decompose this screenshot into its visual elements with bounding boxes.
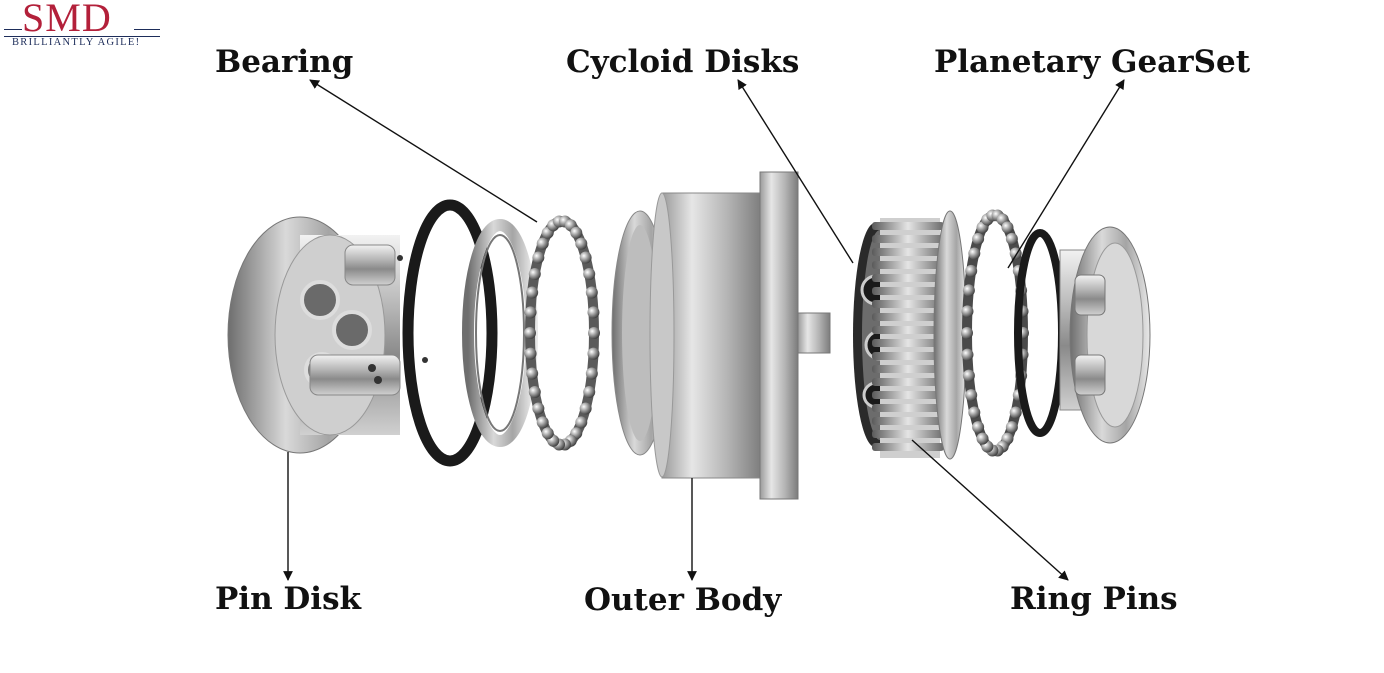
logo-tagline: BRILLIANTLY AGILE! xyxy=(12,37,141,48)
ring-pins-part xyxy=(872,218,944,458)
ball xyxy=(972,421,985,434)
ball xyxy=(583,268,596,281)
ring-pin xyxy=(872,313,944,321)
ball xyxy=(585,367,598,380)
ring-pin xyxy=(872,222,944,230)
ball xyxy=(585,286,598,299)
ring-pin xyxy=(872,300,944,308)
ring-pin xyxy=(872,352,944,360)
ring-pin xyxy=(872,326,944,334)
ring-pin xyxy=(872,248,944,256)
outer-body-part xyxy=(611,171,831,500)
ball xyxy=(961,348,974,361)
label-planetary-gearset: Planetary GearSet xyxy=(934,44,1251,80)
ball xyxy=(1009,406,1022,419)
ball xyxy=(541,427,554,440)
arrow-ring-pins xyxy=(911,439,1069,581)
ball xyxy=(1001,221,1014,234)
leader-lines xyxy=(283,79,1125,581)
ball xyxy=(961,305,974,318)
ring-pin xyxy=(872,261,944,269)
ring-pin xyxy=(872,339,944,347)
label-pin-disk: Pin Disk xyxy=(215,581,362,617)
ball xyxy=(579,402,592,415)
ball xyxy=(526,367,539,380)
arrow-planetary-gearset xyxy=(1007,79,1125,269)
label-ring-pins: Ring Pins xyxy=(1010,581,1178,617)
bearing-race-part xyxy=(462,219,538,447)
ball xyxy=(961,327,973,339)
label-bearing: Bearing xyxy=(215,44,354,80)
bearing-part xyxy=(524,215,600,451)
ring-pin xyxy=(872,404,944,412)
ball xyxy=(524,347,537,360)
ball xyxy=(532,402,545,415)
ball xyxy=(536,416,549,429)
ball xyxy=(526,286,539,299)
ball xyxy=(575,237,588,250)
ball xyxy=(962,369,975,382)
ball xyxy=(1005,421,1018,434)
ball xyxy=(579,251,592,264)
ball xyxy=(575,416,588,429)
ball xyxy=(965,389,978,402)
ring-pin xyxy=(872,235,944,243)
ball xyxy=(532,251,545,264)
ring-pin xyxy=(872,378,944,386)
ball xyxy=(524,327,536,339)
ball xyxy=(583,385,596,398)
pin-disk-part xyxy=(227,216,428,454)
ball xyxy=(965,264,978,277)
ring-pin xyxy=(872,274,944,282)
ball xyxy=(570,226,583,239)
ring-pin xyxy=(872,391,944,399)
label-outer-body: Outer Body xyxy=(584,582,782,618)
ball xyxy=(587,306,600,319)
ball xyxy=(587,347,600,360)
label-cycloid-disks: Cycloid Disks xyxy=(566,44,800,80)
ring-pin xyxy=(872,287,944,295)
ball xyxy=(968,247,981,260)
logo-wordmark: SMD xyxy=(22,0,112,40)
ring-pin xyxy=(872,417,944,425)
logo-rule-right xyxy=(134,29,160,30)
ring-pin xyxy=(872,443,944,451)
seal-ring-part xyxy=(402,199,498,467)
planetary-gearset-part xyxy=(961,209,1029,457)
ball xyxy=(588,327,600,339)
arrow-cycloid-disks xyxy=(737,79,854,264)
ring-housing-part xyxy=(933,210,967,460)
ball xyxy=(962,284,975,297)
ring-pin xyxy=(872,365,944,373)
ball xyxy=(536,237,549,250)
ball xyxy=(524,306,537,319)
ball xyxy=(528,268,541,281)
ball xyxy=(968,406,981,419)
arrow-bearing xyxy=(309,79,538,223)
ring-pin xyxy=(872,430,944,438)
smd-logo: SMD BRILLIANTLY AGILE! xyxy=(0,0,165,58)
planetary-carrier-part xyxy=(1014,226,1151,444)
logo-rule-under xyxy=(4,36,160,37)
logo-rule-left xyxy=(4,29,22,30)
ball xyxy=(976,432,989,445)
ball xyxy=(972,232,985,245)
ball xyxy=(1005,232,1018,245)
ball xyxy=(528,385,541,398)
